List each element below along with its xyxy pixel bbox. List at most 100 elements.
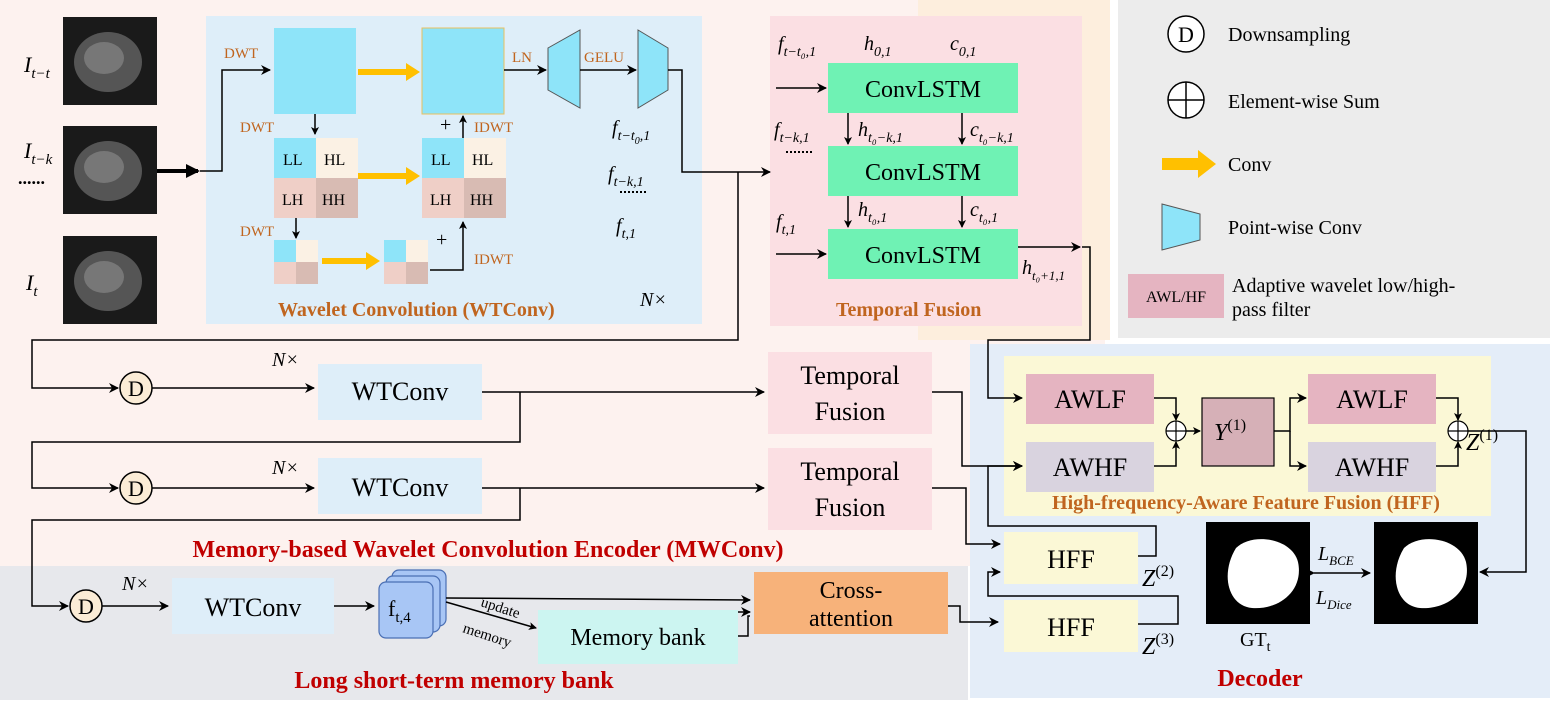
legend-sum: Element-wise Sum [1228, 91, 1380, 113]
tf-ft: ft,1 [776, 211, 796, 238]
awhf1-to-sum [1154, 441, 1180, 467]
input-to-dwt-line [200, 65, 271, 172]
cross-to-hff3 [948, 605, 999, 627]
stage3-repeat: N× [121, 573, 149, 595]
awhf-1 [1026, 442, 1154, 492]
wtconv-stage-3-label: WTConv [205, 593, 302, 622]
svg-text:HH: HH [470, 192, 494, 209]
cross-attention-box [754, 572, 948, 634]
hff-block-2 [1004, 532, 1138, 584]
downsampling-icon [1167, 15, 1205, 53]
convlstm-2-label: ConvLSTM [865, 160, 981, 186]
feature-stack-ft4 [378, 569, 447, 639]
downsample-2-label: D [128, 476, 144, 501]
convlstm-1 [828, 63, 1018, 113]
temporal-stage-1-l2: Fusion [815, 397, 886, 426]
feature-f1: ft−t0,1 [612, 117, 650, 147]
idwt-up-arrow-2 [430, 221, 467, 271]
y1-label: Y(1) [1214, 417, 1246, 446]
hff-block-3 [1004, 600, 1138, 652]
svg-text:HL: HL [324, 152, 345, 169]
tf-out-down [987, 246, 1091, 403]
hff3-to-hff2 [987, 567, 1179, 625]
subband-grid-2: LL HL LH HH [422, 138, 506, 218]
pointwise-conv-1 [547, 29, 581, 109]
stage1-repeat: N× [271, 349, 299, 371]
encoder-title: Memory-based Wavelet Convolution Encoder… [192, 537, 783, 563]
convlstm-2 [828, 146, 1018, 196]
stage2-repeat: N× [271, 457, 299, 479]
tf-ftt: ft−t₀,1 [778, 33, 816, 60]
gelu-out-line [668, 69, 771, 177]
cross-attention-l2: attention [809, 606, 893, 632]
tf-ftk: ft−k,1 [774, 119, 810, 146]
wtconv-title: Wavelet Convolution (WTConv) [278, 299, 555, 321]
awlf-2 [1308, 374, 1436, 424]
wtconv-stage-3 [172, 578, 334, 634]
input-frame-2 [63, 126, 157, 214]
gelu-label: GELU [584, 50, 624, 66]
pointwise-legend-icon [1161, 203, 1201, 251]
z2-label: Z(2) [1142, 563, 1174, 592]
ln-label: LN [512, 50, 532, 66]
tf-h01: h0,1 [864, 33, 892, 60]
tf-ctk: ct₀−k,1 [970, 119, 1014, 146]
z3-label: Z(3) [1142, 631, 1174, 660]
awlf2-to-sum [1436, 397, 1462, 421]
wtconv-repeat: N× [639, 289, 667, 311]
dwt-label-3: DWT [240, 224, 274, 240]
wt-input-square [274, 28, 356, 114]
temporal-stage-2-l1: Temporal [800, 457, 899, 486]
svg-text:LH: LH [430, 192, 452, 209]
wt-output-square [421, 27, 505, 115]
svg-text:LL: LL [431, 152, 451, 169]
idwt-label-1: IDWT [474, 120, 513, 136]
l-dice-label: LDice [1315, 587, 1352, 612]
tf-ct0: ct₀,1 [970, 199, 998, 226]
dwt-label-1: DWT [224, 46, 258, 62]
temporal-stage-1-l1: Temporal [800, 361, 899, 390]
awlf-1 [1026, 374, 1154, 424]
ft4-to-cross [445, 594, 751, 605]
y-to-awlf2 [1274, 393, 1307, 432]
input-label-2: It−k [23, 138, 53, 168]
ft4-label: ft,4 [388, 596, 411, 626]
input-label-3: It [25, 270, 38, 300]
y-to-awhf2 [1289, 431, 1307, 471]
pointwise-conv-2 [637, 29, 669, 109]
decoder-title: Decoder [1217, 666, 1303, 692]
input-label-1: It−t [23, 52, 51, 82]
legend-conv: Conv [1228, 154, 1271, 176]
ft4-update-line [445, 601, 537, 630]
awhf-1-label: AWHF [1053, 453, 1127, 482]
subband-grid-small-2 [384, 240, 428, 284]
sum-icon [1167, 81, 1205, 119]
input-dots: ...... [18, 168, 45, 188]
subband-grid-1: LL HL LH HH [274, 138, 358, 218]
tf-hout: ht₀+1,1 [1022, 257, 1065, 283]
convlstm-3-label: ConvLSTM [865, 243, 981, 269]
awhf2-to-sum [1436, 441, 1462, 467]
legend-pointwise: Point-wise Conv [1228, 217, 1362, 239]
temporal-stage-1 [768, 352, 932, 434]
tf-ht0: ht₀,1 [858, 199, 887, 226]
legend-awl-hf-desc-1: Adaptive wavelet low/high- [1232, 275, 1455, 297]
awlf-1-label: AWLF [1054, 385, 1126, 414]
sum-node-2 [1447, 420, 1469, 442]
temporal-title: Temporal Fusion [836, 299, 981, 321]
svg-text:LL: LL [283, 152, 303, 169]
gt-label: GTt [1240, 629, 1271, 655]
downsampling-symbol: D [1178, 22, 1194, 47]
sum-node-1 [1165, 420, 1187, 442]
tf-htk: ht₀−k,1 [858, 119, 903, 146]
memory-bank-box [538, 610, 738, 664]
wt-to-encoder-line [31, 172, 739, 393]
conv-legend-icon [1162, 150, 1216, 178]
wtconv-stage-1-label: WTConv [352, 377, 449, 406]
wtconv-stage-2-label: WTConv [352, 473, 449, 502]
awl-hf-legend-box [1128, 274, 1224, 318]
hff-title: High-frequency-Aware Feature Fusion (HFF… [1052, 492, 1440, 514]
z1-to-pred [1468, 430, 1527, 577]
